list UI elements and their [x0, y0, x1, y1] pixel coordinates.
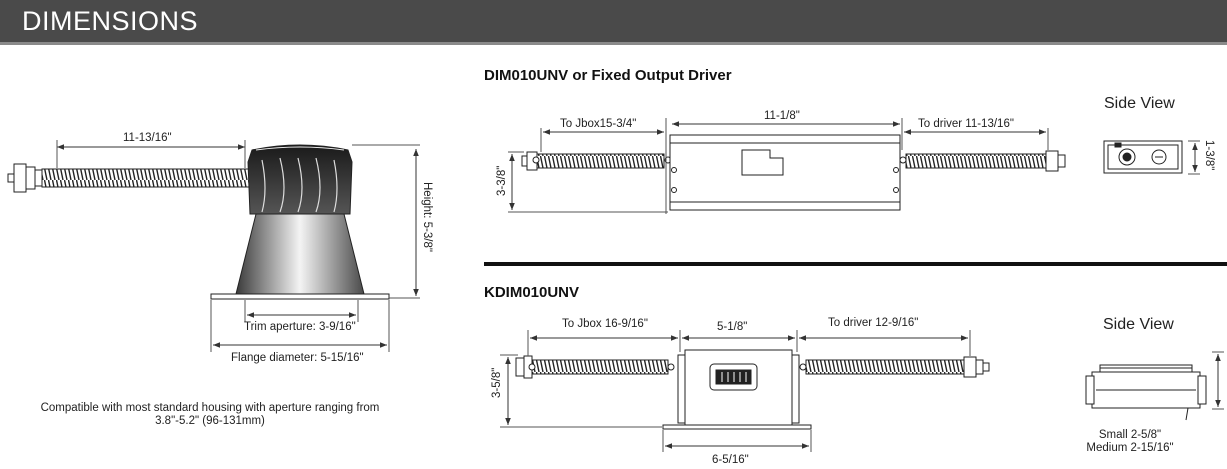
fixture-trim-aperture: Trim aperture: 3-9/16" — [244, 321, 356, 333]
driver1-to-jbox: To Jbox15-3/4" — [560, 118, 636, 130]
driver2-to-driver: To driver 12-9/16" — [828, 317, 918, 329]
compat-note-line2: 3.8"-5.2" (96-131mm) — [155, 415, 265, 427]
driver2-to-jbox: To Jbox 16-9/16" — [562, 318, 648, 330]
driver1-title: DIM010UNV or Fixed Output Driver — [484, 67, 732, 84]
driver1-left-conduit — [536, 153, 665, 169]
driver1-length: 11-1/8" — [764, 110, 800, 122]
driver2-title: KDIM010UNV — [484, 284, 580, 301]
driver1-right-conduit — [905, 153, 1047, 169]
fixture-drawing — [7, 140, 420, 352]
driver2-side-view-title: Side View — [1103, 316, 1174, 333]
driver1-height: 3-3/8" — [496, 166, 508, 196]
driver2-length: 5-1/8" — [717, 321, 747, 333]
page-title: DIMENSIONS — [22, 6, 199, 36]
driver1-side-view-title: Side View — [1104, 95, 1175, 112]
driver1-side-view — [1103, 140, 1200, 175]
fixture-heatsink — [247, 144, 353, 215]
section-divider — [484, 262, 1227, 266]
size-medium: Medium 2-15/16" — [1086, 442, 1174, 454]
driver2-drawing — [500, 330, 990, 452]
header-bar: DIMENSIONS — [0, 0, 1227, 45]
fixture-conduit — [41, 168, 253, 188]
compatibility-note: Compatible with most standard housing wi… — [10, 402, 410, 428]
fixture-flange-diameter: Flange diameter: 5-15/16" — [231, 352, 364, 364]
driver2-sizes-note: Small 2-5/8" Medium 2-15/16" — [1075, 429, 1185, 455]
driver2-right-conduit — [805, 359, 965, 375]
driver2-left-conduit — [531, 359, 669, 375]
driver1-box — [669, 134, 901, 211]
driver1-side-connector-icon — [1118, 148, 1136, 166]
fixture-plug-icon — [7, 163, 43, 193]
driver2-side-view — [1085, 351, 1224, 421]
fixture-reflector — [235, 213, 365, 295]
size-small: Small 2-5/8" — [1098, 429, 1162, 441]
fixture-flange — [210, 293, 390, 300]
driver1-to-driver: To driver 11-13/16" — [918, 118, 1014, 130]
compat-note-line1: Compatible with most standard housing wi… — [40, 402, 380, 414]
driver1-side-knockout-icon — [1151, 149, 1167, 165]
driver1-drawing — [508, 118, 1066, 214]
fixture-conduit-length: 11-13/16" — [123, 132, 172, 144]
driver1-knockout-icon — [741, 149, 784, 176]
driver2-height: 3-5/8" — [491, 368, 503, 398]
driver2-bottom-length: 6-5/16" — [712, 454, 749, 466]
fixture-height: Height: 5-3/8" — [421, 182, 433, 252]
driver1-side-height: 1-3/8" — [1203, 140, 1215, 170]
